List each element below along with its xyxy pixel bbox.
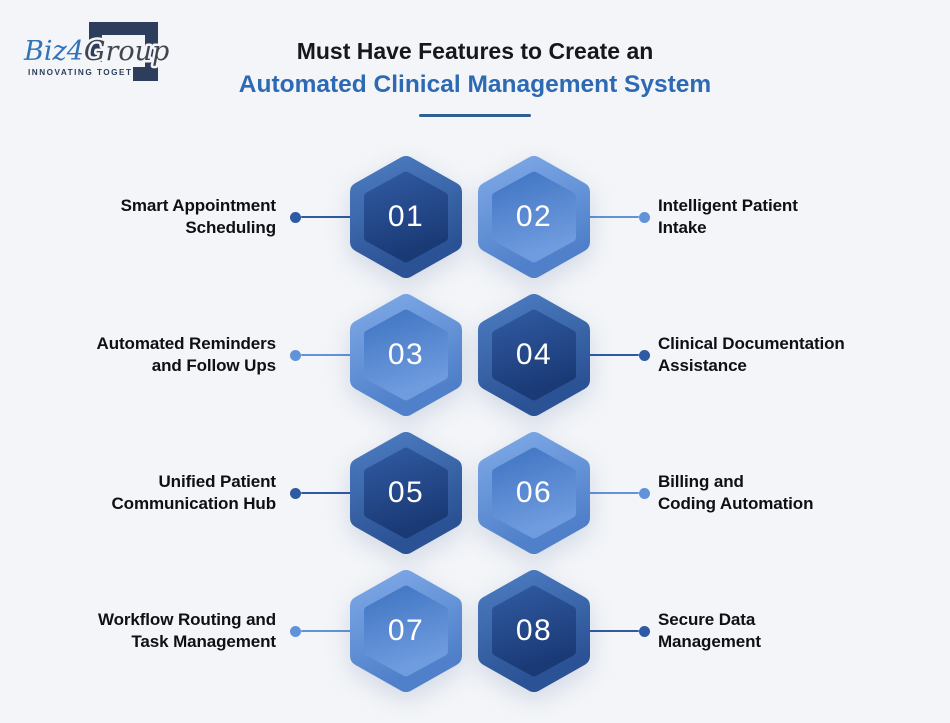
feature-connector <box>585 424 658 562</box>
connector-line <box>301 353 355 357</box>
feature-hexagon: 08 <box>478 570 590 692</box>
feature-label-line: Communication Hub <box>111 494 276 513</box>
feature-number: 03 <box>387 338 425 371</box>
feature-hexagon: 04 <box>478 294 590 416</box>
feature-row: Automated Reminders and Follow Ups 03 04 Cli… <box>0 286 950 424</box>
feature-label-line: Workflow Routing and <box>97 609 276 629</box>
feature-label-line: Automated Reminders <box>96 333 277 353</box>
feature-label: Automated Reminders and Follow Ups <box>0 286 282 424</box>
feature-number: 04 <box>515 338 553 371</box>
hexagon-shape <box>350 156 462 278</box>
brand-name: Biz4Group <box>23 36 169 67</box>
connector-line <box>301 491 355 495</box>
feature-label-line: Scheduling <box>185 218 276 237</box>
feature-label-line: Clinical Documentation <box>658 333 845 353</box>
hexagon-shape <box>478 294 590 416</box>
feature-hexagon: 02 <box>478 156 590 278</box>
connector-dot <box>639 487 650 499</box>
connector-line <box>301 629 355 633</box>
brand-tagline: INNOVATING TOGETHER <box>28 68 154 77</box>
feature-connector <box>282 562 355 700</box>
feature-label-line: Unified Patient <box>158 471 276 491</box>
hexagon-shape <box>350 432 462 554</box>
brand-logo: Biz4Group INNOVATING TOGETHER <box>20 10 172 92</box>
connector-dot <box>290 487 301 499</box>
feature-hexagon: 03 <box>350 294 462 416</box>
feature-label-line: and Follow Ups <box>151 356 276 375</box>
connector-dot <box>290 349 301 361</box>
connector-dot <box>639 625 650 637</box>
hexagon-shape <box>478 432 590 554</box>
title-line1: Must Have Features to Create an <box>296 38 654 64</box>
logo-bracket-mark <box>89 22 158 81</box>
feature-number: 05 <box>387 476 425 509</box>
feature-hexagon: 01 <box>350 156 462 278</box>
connector-dot <box>639 211 650 223</box>
feature-label-line: Billing and <box>658 471 744 491</box>
feature-connector <box>585 148 658 286</box>
hex-gap-spacer <box>462 148 478 286</box>
feature-number: 08 <box>515 614 553 647</box>
feature-hexagon: 06 <box>478 432 590 554</box>
feature-connector <box>282 424 355 562</box>
feature-label-line: Task Management <box>131 632 276 651</box>
feature-hexagon: 07 <box>350 570 462 692</box>
page-title: Must Have Features to Create an Automate… <box>0 0 950 117</box>
connector-dot <box>639 349 650 361</box>
feature-label-line: Intelligent Patient <box>658 195 798 215</box>
feature-number: 01 <box>387 200 425 233</box>
feature-connector <box>282 148 355 286</box>
connector-dot <box>290 211 301 223</box>
connector-dot <box>290 625 301 637</box>
hex-gap-spacer <box>462 286 478 424</box>
title-line2: Automated Clinical Management System <box>238 71 712 98</box>
connector-line <box>585 491 639 495</box>
connector-line <box>585 629 639 633</box>
hex-gap-spacer <box>462 424 478 562</box>
feature-label-line: Smart Appointment <box>120 195 277 215</box>
hex-gap-spacer <box>462 562 478 700</box>
feature-connector <box>585 562 658 700</box>
feature-label-line: Intake <box>658 218 707 237</box>
feature-label-line: Coding Automation <box>658 494 814 513</box>
hexagon-shape <box>478 156 590 278</box>
hexagon-shape <box>350 294 462 416</box>
feature-connector <box>282 286 355 424</box>
feature-connector <box>585 286 658 424</box>
feature-label-line: Assistance <box>658 356 747 375</box>
connector-line <box>585 215 639 219</box>
header: Biz4Group INNOVATING TOGETHER Must Have … <box>0 0 950 148</box>
connector-line <box>301 215 355 219</box>
feature-label-line: Management <box>658 632 761 651</box>
feature-number: 06 <box>515 476 553 509</box>
title-underline <box>419 114 531 117</box>
connector-line <box>585 353 639 357</box>
hexagon-shape <box>478 570 590 692</box>
hexagon-shape <box>350 570 462 692</box>
feature-hexagon: 05 <box>350 432 462 554</box>
feature-number: 02 <box>515 200 553 233</box>
feature-label-line: Secure Data <box>658 609 756 629</box>
feature-number: 07 <box>387 614 425 647</box>
brand-logo-graphic: Biz4Group INNOVATING TOGETHER <box>21 22 172 81</box>
